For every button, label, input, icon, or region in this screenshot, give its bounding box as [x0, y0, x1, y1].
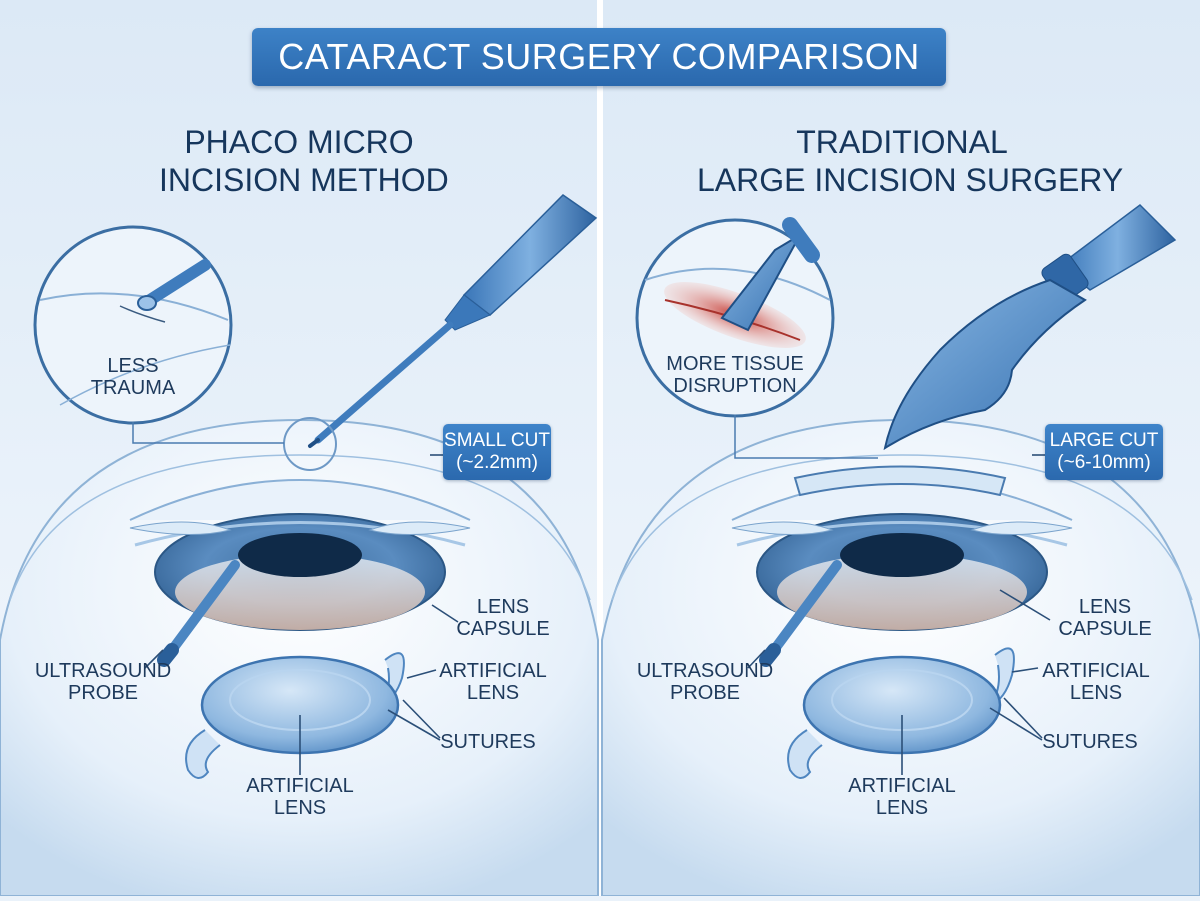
- panel-divider: [597, 0, 603, 896]
- right-heading-line-2: LARGE INCISION SURGERY: [697, 161, 1124, 198]
- left-cut-badge-line-1: SMALL CUT: [444, 430, 550, 451]
- right-heading: TRADITIONAL LARGE INCISION SURGERY: [697, 124, 1124, 200]
- pupil: [238, 533, 362, 577]
- right-cut-badge-line-2: (~6-10mm): [1057, 451, 1151, 473]
- left-artificial-lens-bottom-line-2: LENS: [273, 797, 327, 820]
- right-leader-lines: [747, 454, 1051, 775]
- left-inset-label-line-1: LESS: [107, 355, 159, 377]
- right-cut-badge: LARGE CUT (~6-10mm): [1045, 424, 1163, 480]
- left-artificial-lens-bottom-label: ARTIFICIAL LENS: [240, 775, 360, 820]
- left-artificial-lens-side-label: ARTIFICIAL LENS: [433, 660, 553, 705]
- page-title: CATARACT SURGERY COMPARISON: [278, 36, 920, 77]
- right-artificial-lens-bottom-label: ARTIFICIAL LENS: [842, 775, 962, 820]
- phaco-probe-instrument: [308, 194, 598, 448]
- left-ultrasound-probe-line-1: ULTRASOUND: [34, 660, 172, 682]
- left-cut-badge-line-2: (~2.2mm): [456, 451, 538, 473]
- keratome-blade-instrument: [883, 204, 1177, 451]
- left-lens-capsule-label: LENS CAPSULE: [448, 596, 558, 641]
- left-incision-marker: [283, 417, 337, 471]
- right-artificial-lens-side-line-1: ARTIFICIAL: [1042, 660, 1150, 682]
- left-lens-capsule-line-1: LENS: [476, 596, 530, 618]
- large-incision: [793, 465, 1007, 497]
- right-artificial-lens-side-label: ARTIFICIAL LENS: [1036, 660, 1156, 705]
- left-inset-magnifier: [33, 225, 284, 444]
- left-sutures-label: SUTURES: [440, 731, 536, 753]
- right-ultrasound-probe-label: ULTRASOUND PROBE: [630, 660, 780, 705]
- left-heading: PHACO MICRO INCISION METHOD: [159, 124, 449, 200]
- right-inset-label-line-1: MORE TISSUE: [666, 353, 804, 375]
- left-cut-badge: SMALL CUT (~2.2mm): [443, 424, 551, 480]
- right-inset-label-line-2: DISRUPTION: [673, 375, 797, 398]
- right-lens-capsule-line-2: CAPSULE: [1058, 618, 1152, 641]
- right-artificial-lens-bottom-line-1: ARTIFICIAL: [848, 775, 956, 797]
- right-inset-magnifier: [635, 217, 878, 459]
- left-artificial-lens-side-line-2: LENS: [466, 682, 520, 705]
- left-lens-capsule-line-2: CAPSULE: [456, 618, 550, 641]
- left-inset-label: LESS TRAUMA: [83, 355, 183, 400]
- left-heading-line-2: INCISION METHOD: [159, 161, 449, 198]
- title-banner: CATARACT SURGERY COMPARISON: [252, 28, 946, 86]
- left-ultrasound-probe-line-2: PROBE: [67, 682, 139, 705]
- left-inset-label-line-2: TRAUMA: [90, 377, 176, 400]
- right-cut-badge-line-1: LARGE CUT: [1049, 430, 1159, 451]
- right-ultrasound-probe-line-2: PROBE: [669, 682, 741, 705]
- right-inset-label: MORE TISSUE DISRUPTION: [660, 353, 810, 398]
- right-heading-line-1: TRADITIONAL: [796, 124, 1008, 160]
- right-lens-capsule-line-1: LENS: [1078, 596, 1132, 618]
- left-heading-line-1: PHACO MICRO: [184, 124, 414, 160]
- left-leader-lines: [144, 454, 459, 775]
- lens-capsule: [175, 554, 425, 630]
- right-sutures-label: SUTURES: [1042, 731, 1138, 753]
- right-artificial-lens-bottom-line-2: LENS: [875, 797, 929, 820]
- right-artificial-lens-side-line-2: LENS: [1069, 682, 1123, 705]
- left-artificial-lens-bottom-line-1: ARTIFICIAL: [246, 775, 354, 797]
- left-artificial-lens: [185, 652, 405, 779]
- left-artificial-lens-side-line-1: ARTIFICIAL: [439, 660, 547, 682]
- right-ultrasound-probe-line-1: ULTRASOUND: [636, 660, 774, 682]
- right-lens-capsule-label: LENS CAPSULE: [1050, 596, 1160, 641]
- left-ultrasound-probe-label: ULTRASOUND PROBE: [28, 660, 178, 705]
